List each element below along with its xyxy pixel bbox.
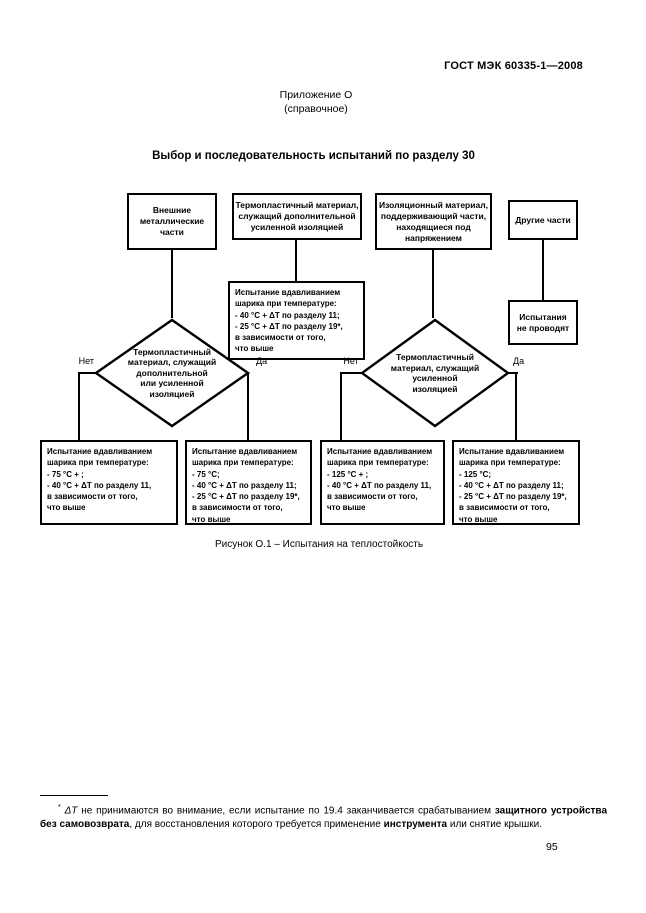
connector-decision1-no-h xyxy=(78,372,96,374)
page-number: 95 xyxy=(546,841,558,853)
annex-type: (справочное) xyxy=(284,102,348,115)
connector-decision2-yes-v xyxy=(515,372,517,440)
flow-box-thermoplastic-material: Термопластичный материал,служащий дополн… xyxy=(232,193,362,240)
connector-external-to-decision1 xyxy=(171,250,173,318)
figure-caption: Рисунок О.1 – Испытания на теплостойкост… xyxy=(214,539,424,550)
footnote-text: * ΔT не принимаются во внимание, если ис… xyxy=(40,804,608,831)
decision1-yes-label: Да xyxy=(256,356,268,366)
annex-heading: Приложение О (справочное) xyxy=(0,89,632,116)
diamond-shape xyxy=(360,318,510,428)
decision1-no-label: Нет xyxy=(78,356,94,366)
decision2-no-label: Нет xyxy=(343,356,359,366)
connector-insulating-to-decision2 xyxy=(432,250,434,318)
flow-box-insulating-material: Изоляционный материал,поддерживающий час… xyxy=(375,193,492,250)
section-title: Выбор и последовательность испытаний по … xyxy=(152,150,475,162)
connector-decision1-yes-v xyxy=(247,374,249,440)
document-header: ГОСТ МЭК 60335-1—2008 xyxy=(444,60,583,72)
footnote-rule xyxy=(40,795,108,796)
annex-title: Приложение О xyxy=(279,89,353,101)
diamond-shape xyxy=(94,318,250,428)
connector-decision1-no-v xyxy=(78,372,80,440)
connector-thermoplastic-to-test xyxy=(295,240,297,281)
connector-decision2-yes-h xyxy=(508,372,518,374)
flow-box-other-parts: Другие части xyxy=(508,200,578,240)
connector-decision2-no-h xyxy=(340,372,362,374)
connector-decision2-no-v xyxy=(340,372,342,440)
connector-other-to-notest xyxy=(542,240,544,300)
decision2-yes-label: Да xyxy=(513,356,525,366)
